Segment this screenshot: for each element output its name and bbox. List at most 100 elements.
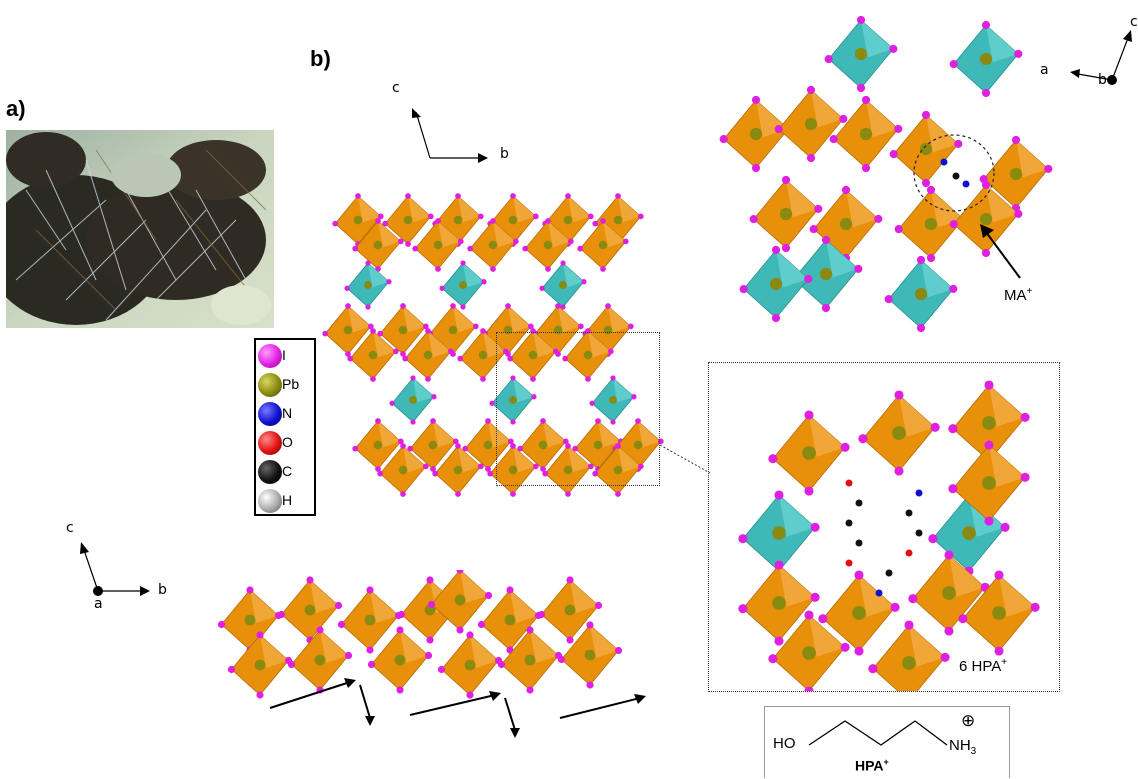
pbi6-octahedron: [487, 443, 539, 497]
inset-label-charge: +: [1001, 657, 1008, 668]
legend-label: N: [282, 405, 293, 421]
hpa-nh-subscript: 3: [970, 746, 977, 757]
axis-indicator-top: c b: [388, 80, 528, 170]
inset-octahedron: [768, 410, 850, 496]
teal-octahedron: [389, 375, 437, 425]
zoom-connector-line: [660, 445, 711, 474]
pbi6-octahedron: [507, 328, 559, 382]
hpa-hydroxyl-group: HO: [773, 735, 796, 752]
carbon-swatch-icon: [258, 460, 282, 484]
inset-octahedron: [768, 610, 850, 696]
inset-octahedron: [948, 380, 1030, 466]
hpa-cation-chains: [845, 479, 923, 597]
ma-octahedron: [889, 110, 963, 188]
inset-label-text: 6 HPA: [959, 658, 1002, 675]
axis-label-c-bottom: c: [66, 520, 74, 536]
pbi6-octahedron: [427, 303, 479, 357]
ma-octahedron: [739, 245, 813, 323]
crystal-photo: [6, 130, 274, 328]
nitrogen-swatch-icon: [258, 402, 282, 426]
axis-indicator-bottom: c b a: [64, 520, 174, 612]
pbi6-octahedron: [402, 328, 454, 382]
pbi6-octahedron: [462, 418, 514, 472]
pbi6-octahedron: [377, 303, 429, 357]
axis-label-c-right: c: [1130, 14, 1138, 30]
hpa-formula-box: HO ⊕ NH3 HPA+: [764, 706, 1010, 778]
axis-label-b-right: b: [1098, 72, 1107, 88]
axis-label-b-bottom: b: [158, 582, 167, 598]
ma-crystal-structure: [716, 14, 1056, 344]
layer-octahedron: [537, 576, 603, 644]
layer-octahedron: [437, 631, 503, 699]
layer-octahedron: [217, 586, 283, 654]
pbi6-octahedron: [542, 443, 594, 497]
inset-octahedron: [738, 560, 820, 646]
iodine-swatch-icon: [258, 344, 282, 368]
inset-octahedron: [858, 390, 940, 476]
layer-offset-arrows: [269, 678, 646, 738]
ma-cation-molecule: [940, 158, 970, 188]
ma-octahedron: [829, 95, 903, 173]
lead-swatch-icon: [258, 373, 282, 397]
inset-label: 6 HPA+: [959, 657, 1007, 675]
axis-indicator-top-right: a b c: [1040, 10, 1138, 90]
legend-item-n: N: [256, 400, 314, 428]
layer-octahedron: [477, 586, 543, 654]
teal-octahedron: [589, 375, 637, 425]
ma-octahedron: [749, 175, 823, 253]
main-crystal-structure: [318, 180, 668, 520]
pbi6-octahedron: [432, 443, 484, 497]
ma-octahedron: [719, 95, 793, 173]
ma-pointer-arrow: [980, 224, 1021, 279]
hpa-ammonium-group: NH3: [949, 737, 976, 757]
inset-octahedron: [948, 440, 1030, 526]
pbi6-octahedron: [412, 218, 464, 272]
pbi6-octahedron: [592, 443, 644, 497]
legend-label: I: [282, 347, 286, 363]
pbi6-octahedron: [377, 443, 429, 497]
teal-octahedron: [344, 260, 392, 310]
teal-octahedron: [489, 375, 537, 425]
legend-item-h: H: [256, 487, 314, 515]
ma-octahedron: [949, 20, 1023, 98]
teal-octahedron: [439, 260, 487, 310]
element-legend: I Pb N O C H: [254, 338, 316, 516]
ma-octahedron: [979, 135, 1053, 213]
axis-label-c: c: [392, 80, 400, 96]
hpa-name-charge: +: [883, 757, 889, 767]
inset-octahedron: [958, 570, 1040, 656]
hpa-ammonium-charge-icon: ⊕: [961, 711, 976, 730]
pbi6-octahedron: [352, 218, 404, 272]
pbi6-octahedron: [382, 193, 434, 247]
hpa-inset-panel: 6 HPA+: [708, 362, 1060, 706]
pbi6-octahedron: [407, 418, 459, 472]
teal-octahedron: [539, 260, 587, 310]
oxygen-swatch-icon: [258, 431, 282, 455]
pbi6-octahedron: [577, 218, 629, 272]
layer-octahedron: [227, 631, 293, 699]
panel-label-a: a): [6, 96, 26, 121]
layer-octahedron: [427, 566, 493, 634]
layer-octahedron: [287, 626, 353, 694]
hpa-nh-text: NH: [949, 737, 971, 754]
layer-side-view: [210, 566, 650, 740]
hydrogen-swatch-icon: [258, 489, 282, 513]
selection-box: [496, 332, 660, 486]
ma-octahedron: [949, 180, 1023, 258]
layer-octahedron: [367, 626, 433, 694]
inset-octahedron: [908, 550, 990, 636]
axis-label-a-bottom: a: [94, 596, 103, 612]
legend-item-i: I: [256, 342, 314, 370]
hpa-name-text: HPA: [855, 757, 884, 774]
ma-label-text: MA: [1004, 287, 1027, 304]
legend-label: O: [282, 434, 293, 450]
ma-octahedron: [894, 185, 968, 263]
axis-label-b: b: [500, 146, 509, 162]
pbi6-octahedron: [352, 418, 404, 472]
legend-label: H: [282, 492, 293, 508]
pbi6-octahedron: [347, 328, 399, 382]
layer-octahedron: [277, 576, 343, 644]
pbi6-octahedron: [332, 193, 384, 247]
panel-label-b: b): [310, 46, 331, 71]
pbi6-octahedron: [322, 303, 374, 357]
